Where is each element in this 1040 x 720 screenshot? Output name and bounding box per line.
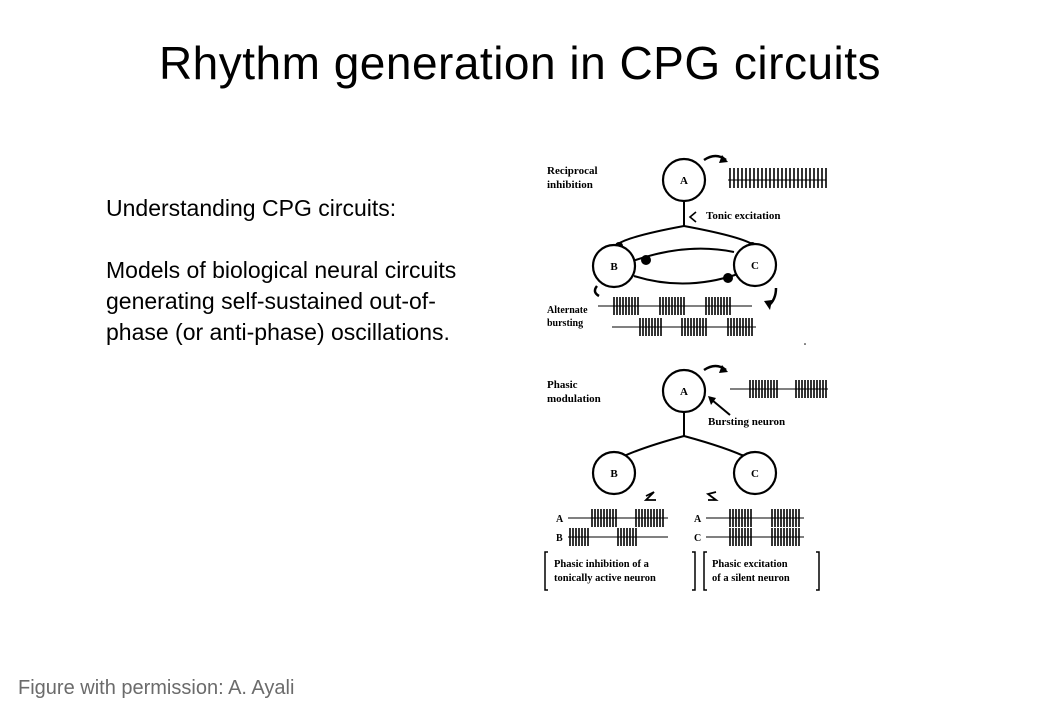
caption-left-line2: tonically active neuron [554,573,656,584]
c-to-b-inhibition [633,273,739,285]
top-label-line2: inhibition [547,179,593,191]
bracket-right [703,551,707,591]
trace-right-c [729,528,800,546]
tonic-excitation-label: Tonic excitation [706,210,780,222]
trace-left-a [591,509,664,527]
bursting-label-line1: Alternate [547,305,588,316]
body-description: Models of biological neural circuits gen… [106,257,457,345]
neuron-a-label: A [680,175,688,187]
neuron-c-node [732,450,778,496]
inhibitory-synapse-dot [723,273,733,283]
trace-left-b-label: B [556,533,563,544]
a-to-c-connection [683,435,749,459]
arrowhead-icon [719,155,728,163]
a-to-b-connection [617,225,685,245]
trace-right-a-label: A [694,514,702,525]
bursting-neuron-label: Bursting neuron [708,416,785,428]
curved-arrow-icon [593,285,600,298]
tonic-spike-train [729,168,827,188]
slide-title: Rhythm generation in CPG circuits [158,37,882,89]
arrowhead-icon [719,365,728,373]
neuron-b-node [591,243,637,289]
decorative-dot [804,343,806,345]
inhibitory-synapse-dot [641,255,651,265]
neuron-a-node [661,368,707,414]
body-text: Understanding CPG circuits: Models of bi… [106,193,476,348]
neuron-a-node [661,157,707,203]
a-to-b-connection [619,435,685,459]
neuron-b-label: B [610,261,618,273]
reciprocal-inhibition-panel: Reciprocal inhibition Tonic excitation A… [547,154,827,345]
body-heading: Understanding CPG circuits: [106,195,397,221]
bracket-left-close [692,551,696,591]
neuron-c-node [732,242,778,288]
arrowhead-icon [708,396,716,405]
figure-credit: Figure with permission: A. Ayali [18,677,295,699]
bottom-label-line1: Phasic [547,379,578,391]
trace-right-c-label: C [694,533,701,544]
burst-train-b [613,297,731,315]
caption-right-line1: Phasic excitation [712,559,788,570]
bottom-label-line2: modulation [547,393,601,405]
arrowhead-icon [764,300,772,310]
bracket-left [544,551,548,591]
arrow-icon [711,399,731,416]
trace-left-b [569,528,637,546]
a-to-c-connection [683,225,753,245]
neuron-b-node [591,450,637,496]
tonic-arrow-icon [688,211,697,223]
trace-left-a-label: A [556,514,564,525]
small-arrow-icon [643,491,656,501]
top-label-line1: Reciprocal [547,165,598,177]
small-arrow-icon [705,491,719,501]
caption-right-line2: of a silent neuron [712,573,790,584]
phasic-modulation-panel: Phasic modulation A B C Bursting neuron [544,364,828,591]
neuron-b-label: B [610,468,618,480]
burst-train-c [639,318,753,336]
bursting-label-line2: bursting [547,318,583,329]
neuron-a-label: A [680,386,688,398]
caption-left-line1: Phasic inhibition of a [554,559,650,570]
trace-right-a [729,509,800,527]
cpg-figure: Reciprocal inhibition Tonic excitation A… [544,154,828,591]
bursting-neuron-train [749,380,827,398]
neuron-c-label: C [751,468,759,480]
bracket-right-close [816,551,820,591]
neuron-c-label: C [751,260,759,272]
